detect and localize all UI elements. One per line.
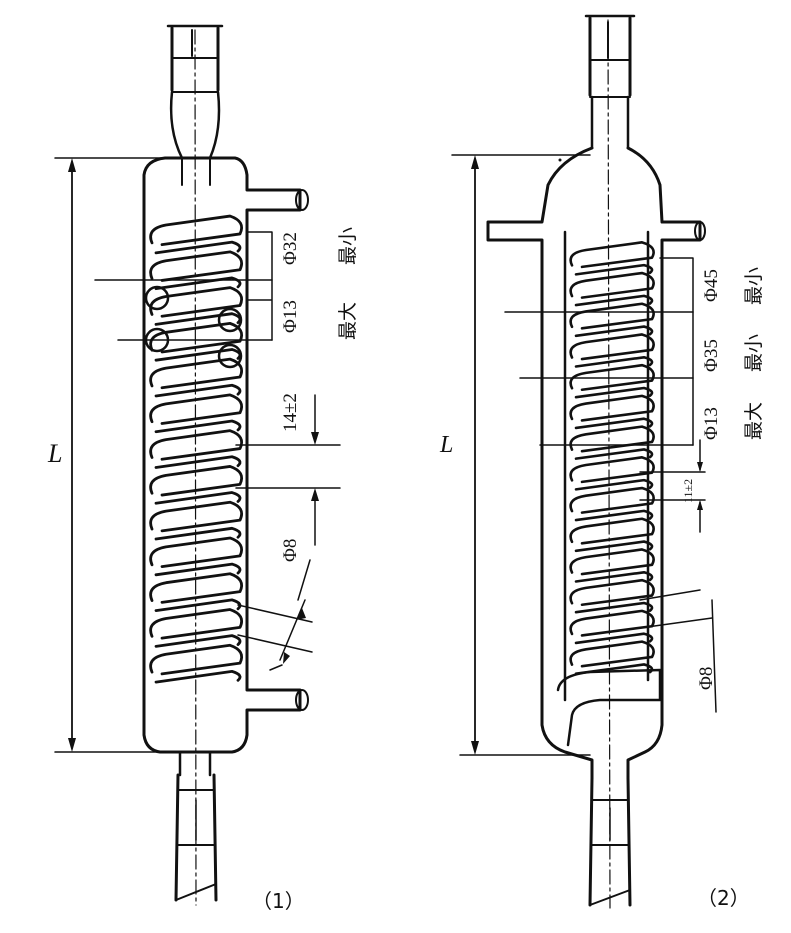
coil-turn-inner (574, 386, 654, 399)
coil-turn-inner (574, 294, 654, 307)
note-max-2: 最大 (743, 402, 765, 440)
coil-turn-inner (154, 419, 242, 434)
length-dimension-2 (451, 154, 591, 756)
coil-turn (149, 429, 244, 461)
coil-turn (569, 609, 655, 637)
coil-turn-inner (574, 478, 654, 491)
coil-turn (569, 486, 655, 514)
coil-turn-inner (154, 634, 242, 648)
top-joint-2 (584, 14, 636, 150)
axis-1 (194, 29, 197, 906)
coil-1 (149, 214, 244, 684)
coil-turn (149, 357, 244, 390)
dimension-lines-1 (94, 231, 341, 671)
coil-turn (149, 643, 244, 676)
dim-outer-diameter-1: Φ32 (280, 232, 301, 265)
upper-side-arm-2 (694, 221, 706, 241)
coil-turn (569, 578, 655, 607)
coil-turn-inner (574, 570, 654, 583)
note-min-2b: 最小 (743, 334, 765, 372)
coil-turn-inner (154, 669, 242, 684)
condenser-2: L Φ45 最小 Φ35 最小 Φ13 最大 11±2 Φ8 （2） (439, 14, 765, 910)
coil-turn-inner (574, 601, 654, 614)
coil-turn-inner (154, 383, 242, 398)
dim-pitch-1: 14±2 (280, 393, 301, 432)
jacket-2 (486, 146, 702, 780)
coil-turn-inner (154, 312, 242, 326)
coil-2 (569, 241, 655, 675)
coil-turn-inner (574, 417, 654, 430)
coil-turn (149, 250, 244, 282)
lower-channel-2 (556, 668, 662, 747)
coil-turn-inner (574, 632, 654, 645)
dimension-lines-2 (504, 257, 717, 713)
caption-2: （2） (697, 886, 750, 910)
coil-turn-inner (154, 276, 242, 291)
coil-turn-inner (154, 526, 242, 541)
coil-turn-inner (574, 448, 654, 460)
coil-turn-inner (154, 598, 242, 612)
length-label-2: L (439, 432, 453, 458)
coil-turn (569, 271, 655, 299)
coil-turn-inner (154, 455, 242, 469)
upper-side-arm-1 (295, 189, 309, 211)
note-min-1: 最小 (337, 227, 359, 265)
coil-turn-inner (574, 540, 654, 553)
coil-turn (149, 321, 244, 354)
length-dimension-1 (54, 157, 166, 753)
coil-turn (569, 640, 655, 668)
coil-turn-inner (574, 509, 654, 522)
dim-middle-diameter-2: Φ35 (701, 339, 722, 372)
dim-pitch-2: 11±2 (681, 479, 695, 503)
length-label-1: L (47, 439, 62, 468)
coil-turn (149, 393, 244, 425)
coil-turn (569, 394, 655, 422)
dim-outer-diameter-2: Φ45 (701, 269, 722, 302)
dim-inner-tube-1: Φ8 (280, 539, 301, 562)
coil-turn (569, 456, 655, 484)
coil-turn-inner (574, 325, 654, 338)
caption-1: （1） (252, 889, 305, 913)
dim-coil-tube-1: Φ13 (280, 300, 301, 333)
coil-turn (149, 286, 244, 318)
coil-turn (569, 425, 655, 453)
coil-turn-inner (154, 562, 242, 577)
coil-turn (569, 302, 655, 330)
coil-turn (149, 214, 244, 247)
note-min-2a: 最小 (743, 267, 765, 305)
coil-turn (149, 536, 244, 568)
coil-turn (149, 608, 244, 640)
dim-coil-tube-2: Φ13 (701, 407, 722, 440)
coil-turn (149, 500, 244, 533)
jacket-1 (142, 156, 302, 754)
coil-turn (569, 241, 655, 269)
coil-turn (569, 333, 655, 361)
coil-turn-inner (574, 355, 654, 368)
coil-turn (569, 517, 655, 545)
coil-turn (569, 363, 655, 392)
lower-side-arm-1 (295, 689, 309, 711)
coil-turn (149, 465, 244, 497)
coil-turn-inner (154, 240, 242, 255)
coil-turn-inner (574, 263, 654, 276)
note-max-1: 最大 (337, 302, 359, 340)
condenser-1: L Φ32 最小 Φ13 最大 14±2 Φ8 （1） (47, 24, 359, 913)
axis-2 (607, 19, 611, 909)
coil-turn-inner (154, 491, 242, 505)
coil-turn (569, 548, 655, 576)
coil-turn-inner (154, 348, 242, 362)
dim-inner-tube-2: Φ8 (696, 667, 717, 690)
coil-turn (149, 572, 244, 604)
